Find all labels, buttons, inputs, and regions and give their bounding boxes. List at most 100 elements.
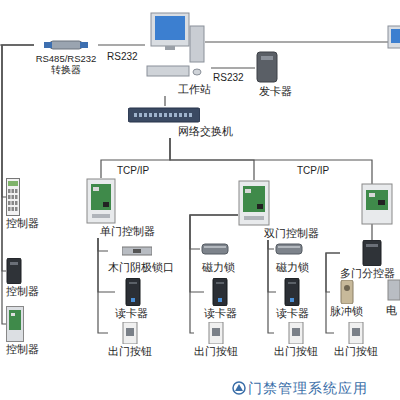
device-node: 控制器 [6, 178, 39, 230]
device-icon [145, 12, 205, 82]
graphic-part [87, 179, 115, 223]
graphic-part [184, 113, 187, 117]
device-icon [44, 38, 88, 52]
device-node: 磁力锁 [200, 238, 235, 274]
graphic-part [149, 113, 152, 117]
graphic-part [274, 238, 304, 260]
device-node: 出门按钮 [194, 322, 238, 358]
device-node: 多门分控器 [340, 240, 395, 280]
graphic-part [15, 189, 18, 193]
graphic-part [289, 322, 303, 344]
device-label: 脉冲锁 [330, 305, 363, 318]
graphic-part [91, 184, 111, 210]
graphic-part [261, 56, 273, 60]
device-icon [122, 322, 138, 344]
device-node: 磁力锁 [274, 238, 309, 274]
device-node: 脉冲锁 [330, 280, 363, 318]
graphic-part [179, 113, 182, 117]
connector [2, 45, 34, 197]
connector [164, 96, 165, 106]
graphic-part [144, 113, 147, 117]
graphic-part [154, 113, 157, 117]
connector [326, 253, 340, 292]
graphic-part [245, 189, 251, 193]
device-label: 出门按钮 [334, 345, 378, 358]
device-icon [6, 306, 24, 342]
graphic-part [129, 282, 137, 284]
graphic-part [122, 242, 152, 260]
graphic-part [128, 108, 200, 122]
graphic-part [288, 282, 296, 284]
device-label: 磁力锁 [202, 261, 235, 274]
graphic-part [8, 181, 18, 186]
graphic-part [255, 50, 279, 84]
device-icon [200, 238, 230, 260]
edge-label: TCP/IP [116, 165, 150, 177]
graphic-part [212, 328, 220, 336]
graphic-part [276, 244, 302, 254]
graphic-part [44, 38, 88, 52]
graphic-part [122, 322, 138, 344]
graphic-part [8, 195, 11, 199]
connector [268, 240, 274, 249]
device-icon [122, 242, 152, 260]
graphic-part [128, 106, 200, 124]
device-label: 出门按钮 [194, 345, 238, 358]
device-node: 网络交换机 [128, 106, 233, 138]
graphic-part [362, 240, 382, 266]
device-node: 读卡器 [115, 278, 148, 320]
graphic-part [349, 322, 363, 344]
graphic-part [7, 307, 24, 342]
graphic-part [6, 258, 22, 284]
edge-label: RS232 [106, 51, 139, 63]
graphic-part [285, 278, 299, 306]
graphic-part [209, 322, 223, 344]
graphic-part [92, 214, 110, 218]
device-label: 读卡器 [276, 307, 309, 320]
graphic-part [126, 278, 140, 306]
bus-wire [0, 44, 2, 45]
device-icon [6, 258, 22, 284]
graphic-part [257, 204, 263, 209]
graphic-part [147, 66, 189, 76]
controller-box [362, 184, 392, 224]
graphic-part [12, 201, 15, 205]
device-icon [284, 278, 300, 306]
device-icon [86, 178, 116, 224]
graphic-part [344, 285, 350, 291]
connector [211, 67, 255, 68]
connector [101, 138, 170, 178]
device-icon [288, 322, 304, 344]
device-label: 出门按钮 [108, 345, 152, 358]
graphic-part [366, 244, 378, 247]
part-label: 电 [386, 304, 397, 317]
graphic-part [7, 179, 20, 216]
connector [190, 215, 238, 333]
chip [378, 200, 385, 205]
device-label: 双门控制器 [264, 227, 319, 240]
graphic-part [189, 113, 192, 117]
connector [170, 138, 254, 180]
device-node: RS485/RS232 转换器 [34, 38, 98, 75]
device-node: 发卡器 [255, 50, 292, 98]
graphic-part [204, 246, 226, 248]
device-node: 木门阴极锁口 [108, 242, 174, 274]
graphic-part [169, 113, 172, 117]
graphic-part [239, 181, 269, 225]
graphic-part [8, 189, 11, 193]
device-label: 工作站 [178, 83, 211, 96]
device-node: 出门按钮 [334, 322, 378, 358]
device-node: 出门按钮 [108, 322, 152, 358]
graphic-part [165, 46, 175, 50]
graphic-part [292, 328, 300, 336]
graphic-part [284, 278, 300, 306]
device-node: 控制器 [6, 306, 39, 356]
graphic-part [123, 322, 137, 344]
graphic-part [159, 113, 162, 117]
graphic-part [8, 201, 11, 205]
graphic-part [200, 238, 230, 260]
circuit-board [366, 190, 388, 210]
graphic-part [8, 207, 11, 211]
device-icon [362, 240, 382, 266]
graphic-part [11, 313, 15, 316]
